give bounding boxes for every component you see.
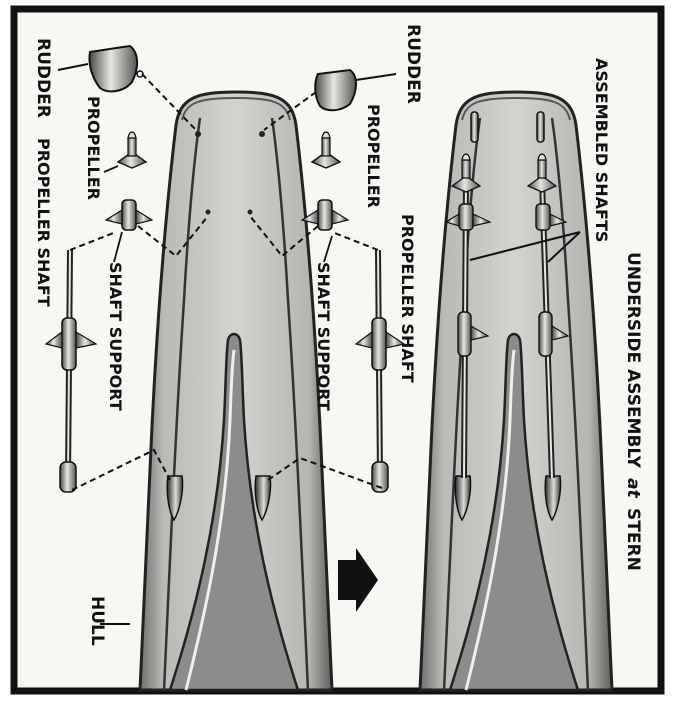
left-support-hole-1 — [206, 210, 211, 215]
label-propeller-shaft-right: PROPELLER SHAFT — [398, 214, 417, 383]
left-rudder-hole-2 — [259, 131, 265, 137]
label-shaft-support-right: SHAFT SUPPORT — [314, 262, 333, 411]
right-hull — [420, 92, 612, 690]
mounted-rudder-right — [537, 112, 544, 142]
rudder-icon — [315, 70, 356, 110]
label-assembled-shafts: ASSEMBLED SHAFTS — [592, 58, 611, 242]
label-rudder-right: RUDDER — [403, 24, 423, 104]
mounted-rudder-left — [471, 112, 478, 142]
left-support-hole-2 — [248, 210, 253, 215]
label-propeller-right: PROPELLER — [364, 104, 383, 208]
label-shaft-support-left: SHAFT SUPPORT — [106, 262, 125, 411]
label-rudder-left: RUDDER — [33, 38, 53, 118]
caption: UNDERSIDE ASSEMBLY at STERN — [623, 252, 643, 571]
label-propeller-left: PROPELLER — [84, 96, 103, 200]
label-propeller-shaft-left: PROPELLER SHAFT — [34, 138, 53, 307]
left-rudder-hole-1 — [195, 131, 201, 137]
label-hull: HULL — [87, 596, 107, 646]
caption-end: STERN — [623, 508, 643, 571]
caption-main: UNDERSIDE ASSEMBLY — [623, 252, 643, 469]
caption-at: at — [623, 478, 643, 498]
left-hull — [140, 92, 332, 690]
